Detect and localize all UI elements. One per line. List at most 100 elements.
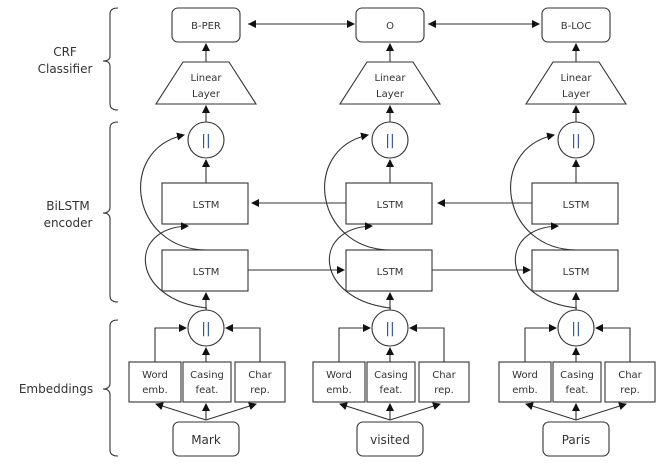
arrow-word-to-wordemb [339,402,391,421]
column-2: OLinearLayer||LSTMLSTM||Wordemb.Casingfe… [312,7,470,457]
embedding-box-word [128,361,182,403]
section-embeddings: Embeddings [19,319,119,457]
skip-input-to-backward [514,222,578,309]
embedding-box-casing [366,361,416,403]
tag-label: B-PER [191,21,221,32]
embedding-box-casing [552,361,602,403]
embedding-label-1: Word [142,370,168,381]
arrow-word-to-concat [154,324,187,362]
word-box [356,421,424,457]
embedding-label-2: rep. [620,385,640,396]
lstm-forward-box [345,249,433,292]
linear-layer-label-2: Layer [376,89,405,100]
embedding-label-1: Word [512,370,538,381]
concat-circle-bottom [187,309,225,347]
brace-embeddings [102,319,119,457]
arrow-word-to-char [575,402,627,421]
embedding-box-char [604,361,656,403]
embedding-label-1: Char [432,370,456,381]
embedding-label-2: emb. [142,385,167,396]
skip-forward-to-concat [510,132,578,251]
section-crf: CRF Classifier [38,7,119,111]
tag-label: O [386,21,394,32]
linear-layer-label-2: Layer [192,89,221,100]
skip-forward-to-concat [140,132,208,251]
section-label-crf-1: CRF [53,45,77,59]
skip-input-to-backward [144,222,208,309]
lstm-backward-label: LSTM [563,200,590,211]
tag-box [171,7,241,43]
section-label-bilstm-2: encoder [44,216,93,230]
embedding-label-1: Char [618,370,642,381]
embedding-box-word [312,361,366,403]
lstm-backward-box [531,182,619,225]
tag-box [355,7,425,43]
linear-layer-shape [524,61,628,105]
embedding-label-2: feat. [380,385,403,396]
word-label: Paris [562,433,591,447]
embedding-label-1: Word [326,370,352,381]
arrow-word-to-char [389,402,441,421]
embedding-label-2: feat. [566,385,589,396]
embedding-label-2: rep. [250,385,270,396]
section-bilstm: BiLSTM encoder [44,121,119,303]
arrow-word-to-wordemb [155,402,207,421]
concat-circle-top [371,121,409,159]
section-label-bilstm-1: BiLSTM [46,199,90,213]
concat-symbol-bottom: || [571,321,580,337]
concat-symbol-top: || [385,133,394,149]
linear-layer-shape [338,61,442,105]
embedding-label-1: Casing [190,370,224,381]
word-label: Mark [191,433,221,447]
lstm-backward-box [345,182,433,225]
tag-box [541,7,611,43]
concat-symbol-bottom: || [201,321,210,337]
concat-symbol-top: || [571,133,580,149]
lstm-forward-label: LSTM [193,267,220,278]
embedding-box-word [498,361,552,403]
word-box [172,421,240,457]
arrow-char-to-concat [409,324,445,362]
linear-layer-label-1: Linear [560,73,592,84]
crf-arrowhead-3 [532,20,540,28]
section-label-crf-2: Classifier [38,62,93,76]
concat-circle-top [557,121,595,159]
embedding-label-2: feat. [196,385,219,396]
skip-input-to-backward [328,222,392,309]
arrow-word-to-concat [338,324,371,362]
arrow-word-to-wordemb [525,402,577,421]
brace-crf [102,7,119,111]
embedding-label-2: emb. [512,385,537,396]
concat-circle-bottom [371,309,409,347]
tag-label: B-LOC [561,21,592,32]
arrow-word-to-char [205,402,257,421]
embedding-label-1: Casing [374,370,408,381]
embedding-label-2: emb. [326,385,351,396]
lstm-backward-label: LSTM [193,200,220,211]
crf-arrowhead-2 [428,20,436,28]
brace-bilstm [102,121,119,303]
word-label: visited [370,433,410,447]
linear-layer-label-2: Layer [562,89,591,100]
lstm-forward-label: LSTM [563,267,590,278]
arrow-word-to-concat [524,324,557,362]
lstm-forward-box [531,249,619,292]
embedding-label-1: Casing [560,370,594,381]
concat-symbol-bottom: || [385,321,394,337]
linear-layer-label-1: Linear [190,73,222,84]
crf-arrowhead-1 [248,20,256,28]
lstm-forward-box [161,249,249,292]
arrow-char-to-concat [225,324,261,362]
linear-layer-shape [154,61,258,105]
lstm-backward-box [161,182,249,225]
concat-circle-top [187,121,225,159]
lstm-backward-label: LSTM [377,200,404,211]
concat-symbol-top: || [201,133,210,149]
arrow-char-to-concat [595,324,631,362]
embedding-label-2: rep. [434,385,454,396]
embedding-box-char [418,361,470,403]
concat-circle-bottom [557,309,595,347]
